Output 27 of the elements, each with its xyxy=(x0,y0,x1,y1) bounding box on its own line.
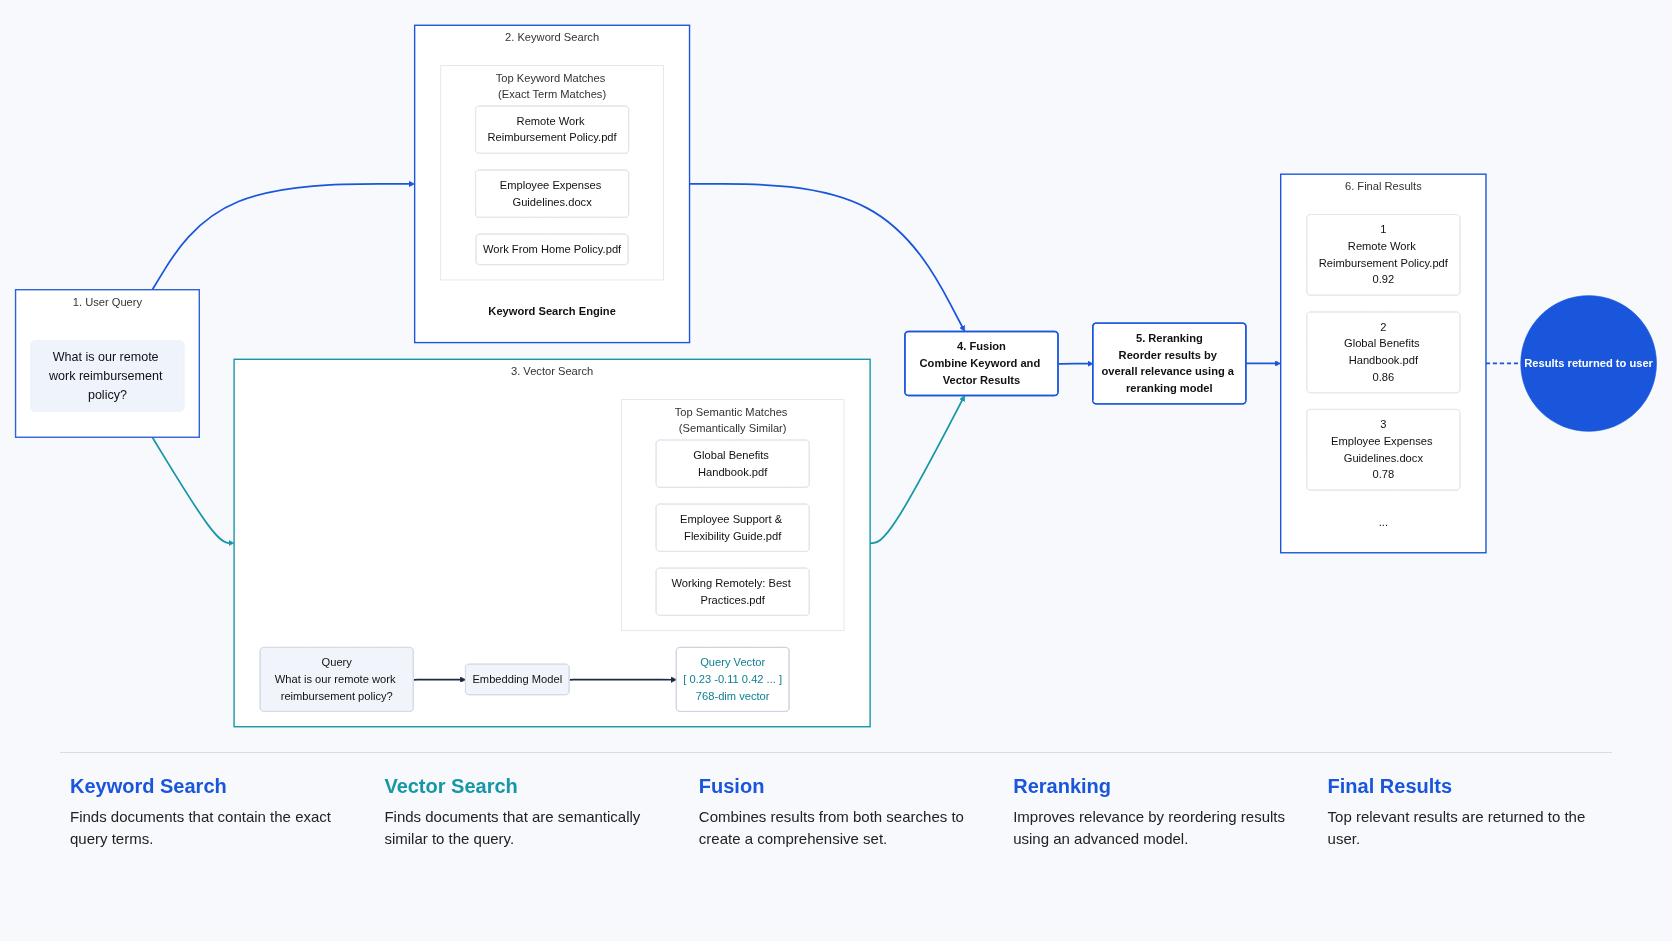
step-title: Reranking xyxy=(1013,775,1111,798)
step-description: Finds documents that are semantically similar to the query. xyxy=(384,807,642,849)
node-text: Work From Home Policy.pdf xyxy=(483,243,622,255)
node-text: 2 Global Benefits Handbook.pdf 0.86 xyxy=(1344,321,1420,383)
node-text: Employee Support & Flexibility Guide.pdf xyxy=(680,513,783,542)
step-title: Vector Search xyxy=(384,775,518,798)
arrow xyxy=(568,676,677,683)
step-description: Improves relevance by reordering results using an advanced model. xyxy=(1013,807,1286,849)
arrow xyxy=(412,676,467,683)
step-title: Keyword Search xyxy=(70,775,227,798)
node-text: Employee Expenses Guidelines.docx xyxy=(499,179,602,208)
node-text: 1 Remote Work Reimbursement Policy.pdf 0.92 xyxy=(1318,223,1448,286)
step-title: Fusion xyxy=(698,775,765,798)
step-title: Final Results xyxy=(1327,775,1453,798)
node-text: Global Benefits Handbook.pdf xyxy=(693,449,769,478)
step-description: Combines results from both searches to create a comprehensive set. xyxy=(698,807,965,849)
step-description: Finds documents that contain the exact query terms. xyxy=(70,807,332,849)
node-text: Remote Work Reimbursement Policy.pdf xyxy=(487,115,617,144)
node-circle: Results returned to user xyxy=(1520,295,1657,432)
arrow xyxy=(151,436,235,547)
node-text: Working Remotely: Best Practices.pdf xyxy=(671,577,791,606)
arrow xyxy=(1245,360,1281,367)
arrow xyxy=(151,180,415,291)
node-text: 3 Employee Expenses Guidelines.docx 0.78 xyxy=(1331,418,1433,481)
node-text: Keyword Search Engine xyxy=(488,305,616,318)
node-text: ... xyxy=(1378,515,1388,528)
step-description: Top relevant results are returned to the user. xyxy=(1327,807,1587,849)
